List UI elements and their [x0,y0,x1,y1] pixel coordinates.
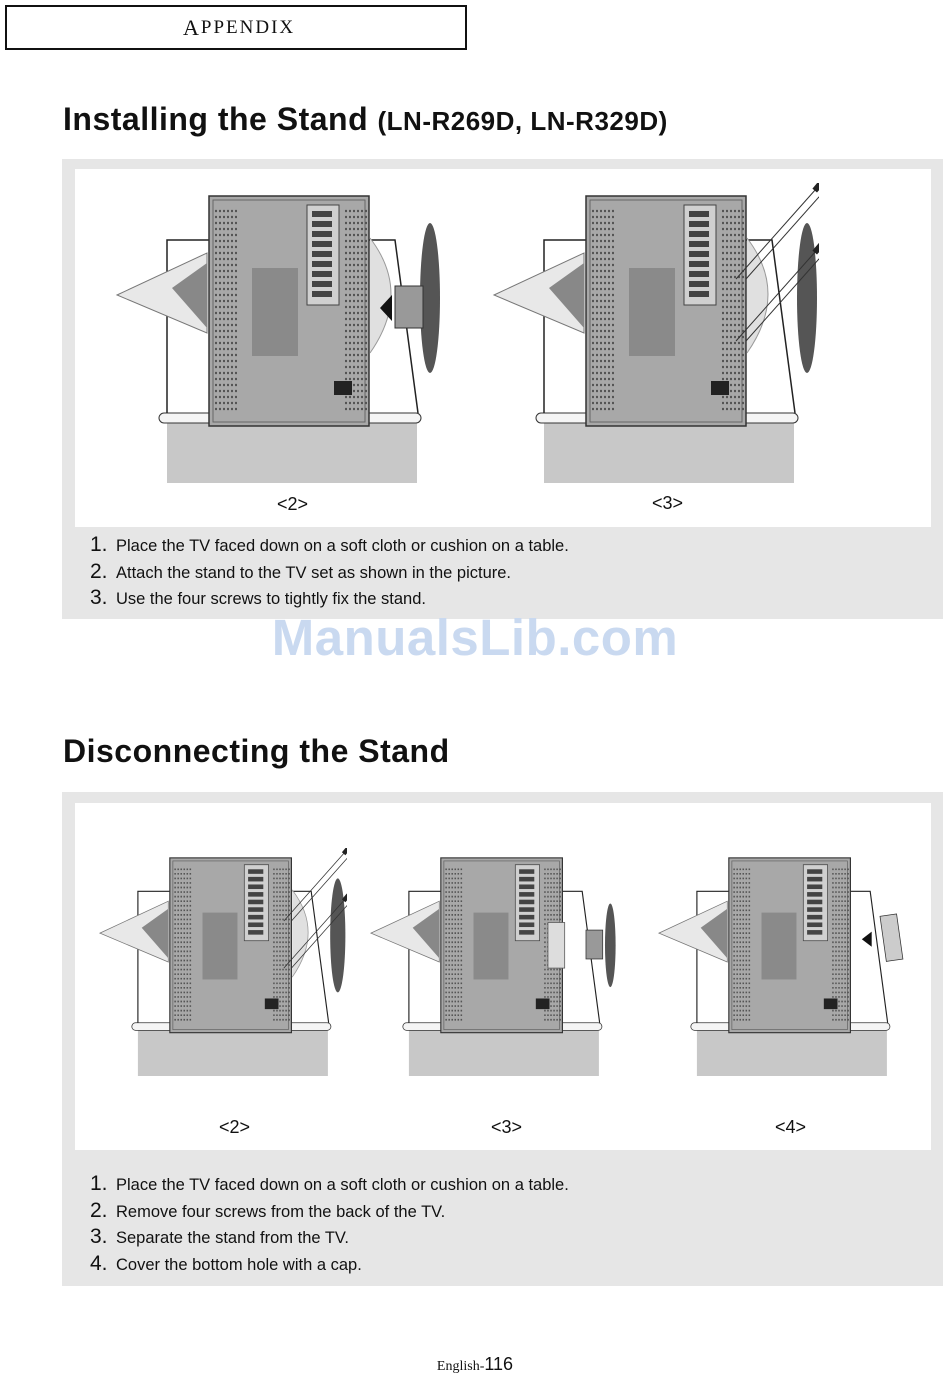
list-item: 1. Place the TV faced down on a soft clot… [90,1172,569,1199]
tv-stand-illustration [492,183,819,483]
disconnect-caption-2: <2> [219,1117,251,1137]
footer-label: English- [436,1359,485,1374]
disconnect-figure-3 [367,848,618,1076]
step-number: 1. [90,1172,108,1195]
list-item: 3. Separate the stand from the TV. [90,1225,569,1252]
disconnect-title: Disconnecting the Stand [63,733,450,769]
disconnect-caption-4: <4> [775,1117,807,1137]
watermark: ManualsLib.com [271,609,679,666]
step-number: 3. [90,1225,108,1248]
step-number: 3. [90,586,108,609]
tv-stand-illustration [115,195,440,483]
install-caption-3: <3> [652,493,684,513]
section-label-initial: A [183,14,201,40]
step-number: 4. [90,1251,108,1275]
install-steps: 1. Place the TV faced down on a soft clot… [90,533,569,613]
list-item: 4. Cover the bottom hole with a cap. [90,1252,569,1279]
install-title-text: Installing the Stand [63,101,369,137]
step-text: Separate the stand from the TV. [116,1229,349,1247]
page-number: 116 [484,1354,514,1374]
install-models: (LN-R269D, LN-R329D) [377,106,668,136]
tv-stand-illustration [657,857,904,1076]
install-title: Installing the Stand (LN-R269D, LN-R329D… [63,101,668,138]
step-text: Remove four screws from the back of the … [116,1202,446,1221]
tv-stand-illustration [369,857,616,1076]
step-number: 2. [90,559,108,583]
step-number: 1. [90,533,108,556]
install-figure-3 [489,183,819,483]
disconnect-steps: 1. Place the TV faced down on a soft clot… [90,1172,569,1278]
install-caption-2: <2> [277,494,309,514]
list-item: 2. Remove four screws from the back of th… [90,1199,569,1226]
step-number: 2. [90,1198,108,1222]
page-footer: English-116 [0,1354,950,1375]
disconnect-figure-4 [655,848,906,1076]
list-item: 3. Use the four screws to tightly fix the… [90,586,569,613]
list-item: 2. Attach the stand to the TV set as show… [90,560,569,587]
disconnect-figure-2 [96,848,347,1076]
step-text: Place the TV faced down on a soft cloth … [116,537,569,555]
step-text: Attach the stand to the TV set as shown … [116,563,512,582]
install-figure-2 [112,183,442,483]
section-label-rest: PPENDIX [200,16,296,38]
step-text: Cover the bottom hole with a cap. [116,1255,362,1274]
tv-stand-illustration [98,848,347,1076]
disconnect-caption-3: <3> [491,1117,523,1137]
step-text: Place the TV faced down on a soft cloth … [116,1176,569,1194]
list-item: 1. Place the TV faced down on a soft clot… [90,533,569,560]
step-text: Use the four screws to tightly fix the s… [116,590,426,608]
